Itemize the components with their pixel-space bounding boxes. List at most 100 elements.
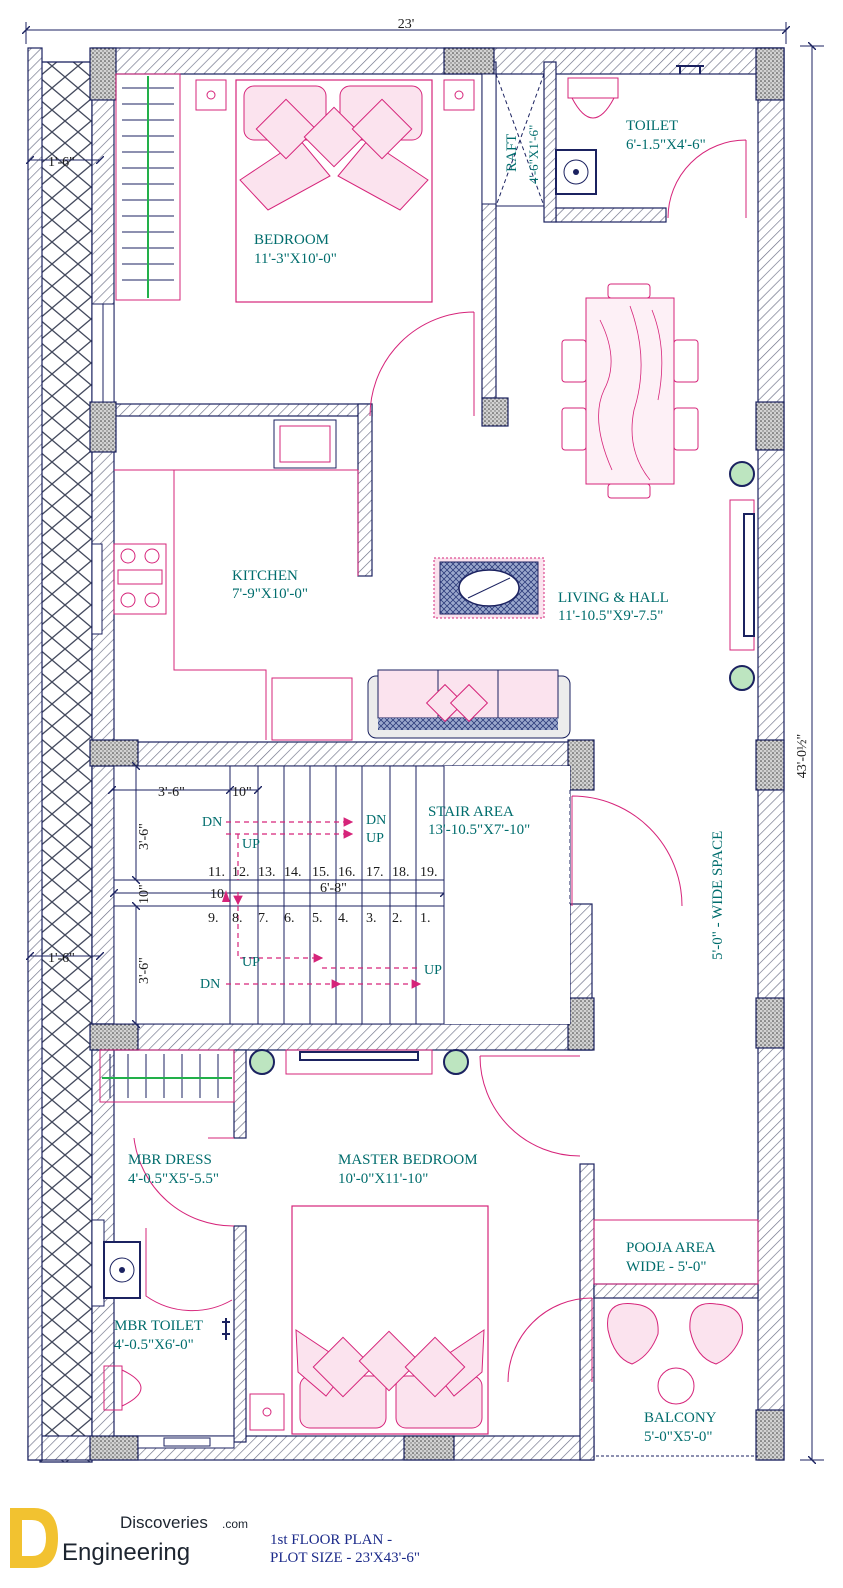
toilet-fixtures — [495, 65, 704, 207]
stair-step-number: 4. — [338, 911, 349, 926]
stair-dim-lower: 3'-6" — [137, 957, 152, 984]
column — [567, 739, 595, 791]
stair-landing-number: 10 — [210, 887, 224, 902]
side-table — [195, 79, 227, 111]
balcony-table — [657, 1367, 695, 1405]
logo-wordmark-suffix: .com — [222, 1517, 248, 1531]
stair-step-number: 5. — [312, 911, 323, 926]
raft-label: RAFT — [504, 134, 520, 172]
doors — [133, 139, 747, 1383]
left-boundary-wall — [39, 61, 93, 1463]
bedroom-label: BEDROOM — [254, 232, 329, 248]
dress-right-wall — [233, 1049, 247, 1139]
stair-step-number: 1. — [420, 911, 431, 926]
columns — [89, 47, 785, 1461]
wide-space-label: 5'-0" - WIDE SPACE — [710, 831, 726, 960]
wardrobe — [115, 73, 181, 301]
stair-dn-label: DN — [202, 815, 222, 830]
column — [443, 47, 495, 75]
bedroom-bottom-wall — [113, 403, 373, 417]
master-bedroom-size: 10'-0"X11'-10" — [338, 1171, 428, 1187]
plan-caption-line2: PLOT SIZE - 23'X43'-6" — [270, 1550, 420, 1566]
stair-step-number: 2. — [392, 911, 403, 926]
master-bed — [291, 1205, 489, 1435]
toilet-size: 6'-1.5"X4'-6" — [626, 137, 706, 153]
raft-size: 4'-6"X1'-6" — [526, 125, 541, 184]
living-room-furniture — [367, 461, 755, 739]
stair-step-number: 17. — [366, 865, 384, 880]
stair-step-number: 18. — [392, 865, 410, 880]
balcony-chair — [607, 1303, 659, 1365]
balcony-chair — [689, 1303, 743, 1365]
tv-unit — [285, 1049, 433, 1075]
stair-top-wall — [91, 741, 593, 767]
dining-table — [561, 283, 699, 499]
stair-step-number: 16. — [338, 865, 356, 880]
raft-right-wall — [543, 61, 557, 223]
bed — [235, 79, 433, 303]
toilet-seat — [103, 1365, 123, 1411]
logo-wordmark-top: Discoveries — [120, 1513, 208, 1532]
stair-bottom-wall — [91, 1023, 593, 1051]
master-bedroom-label: MASTER BEDROOM — [338, 1152, 478, 1168]
toilet-seat — [567, 77, 619, 99]
mbr-toilet-right-wall — [233, 1225, 247, 1443]
column — [89, 739, 139, 767]
column — [89, 1435, 139, 1461]
column — [755, 1409, 785, 1461]
stair-dim-width: 3'-6" — [158, 785, 185, 800]
balcony-size: 5'-0"X5'-0" — [644, 1429, 712, 1445]
kitchen-counter — [113, 419, 359, 741]
column — [567, 997, 595, 1051]
bedroom-size: 11'-3"X10'-0" — [254, 251, 337, 267]
column — [755, 401, 785, 451]
kitchen-size: 7'-9"X10'-0" — [232, 586, 308, 602]
window — [481, 73, 497, 205]
window — [91, 1219, 105, 1307]
logo: Discoveries .com Engineering — [10, 1508, 248, 1568]
column — [755, 47, 785, 101]
stair-step-numbers-lower: 9.8.7.6.5.4.3.2.1. — [208, 911, 431, 926]
window — [91, 543, 103, 635]
side-table — [443, 79, 475, 111]
dimension-lines — [26, 22, 824, 1460]
stair-step-number: 15. — [312, 865, 330, 880]
outer-left-strip — [27, 47, 43, 1461]
living-size: 11'-10.5"X9'-7.5" — [558, 608, 663, 624]
plant-icon — [729, 665, 755, 691]
dress-wardrobe — [99, 1049, 235, 1103]
stair-up-label: UP — [242, 837, 260, 852]
column — [403, 1435, 455, 1461]
staircase — [112, 766, 571, 1024]
stair-step-number: 19. — [420, 865, 438, 880]
column — [755, 739, 785, 791]
stair-step-numbers-upper: 11. 12. 13. 14. 15. 16. 17. 18. 19. — [208, 865, 438, 880]
column — [89, 47, 117, 101]
wall-thickness-bottom: 1'-6" — [48, 951, 75, 966]
master-bedroom-furniture — [99, 1049, 759, 1457]
logo-wordmark-bottom: Engineering — [62, 1539, 190, 1566]
kitchen-sink — [273, 419, 337, 469]
stove — [113, 543, 167, 615]
kitchen-label: KITCHEN — [232, 568, 298, 584]
column — [89, 401, 117, 453]
stair-dim-run: 6'-8" — [320, 881, 347, 896]
mbr-dress-label: MBR DRESS — [128, 1152, 212, 1168]
plant-icon — [249, 1049, 275, 1075]
plan-caption-line1: 1st FLOOR PLAN - — [270, 1532, 392, 1548]
stair-step-number: 13. — [258, 865, 276, 880]
stair-step-number: 3. — [366, 911, 377, 926]
stair-step-number: 14. — [284, 865, 302, 880]
stair-up-label: UP — [424, 963, 442, 978]
stair-step-number: 11. — [208, 865, 225, 880]
stair-step-number: 8. — [232, 911, 243, 926]
stair-step-number: 12. — [232, 865, 250, 880]
stair-dn-label: DN — [200, 977, 220, 992]
fridge — [271, 677, 353, 741]
column — [755, 997, 785, 1049]
balcony-label: BALCONY — [644, 1410, 717, 1426]
stair-up-label: UP — [366, 831, 384, 846]
window — [163, 1437, 211, 1447]
toilet-bottom-wall — [555, 207, 667, 223]
